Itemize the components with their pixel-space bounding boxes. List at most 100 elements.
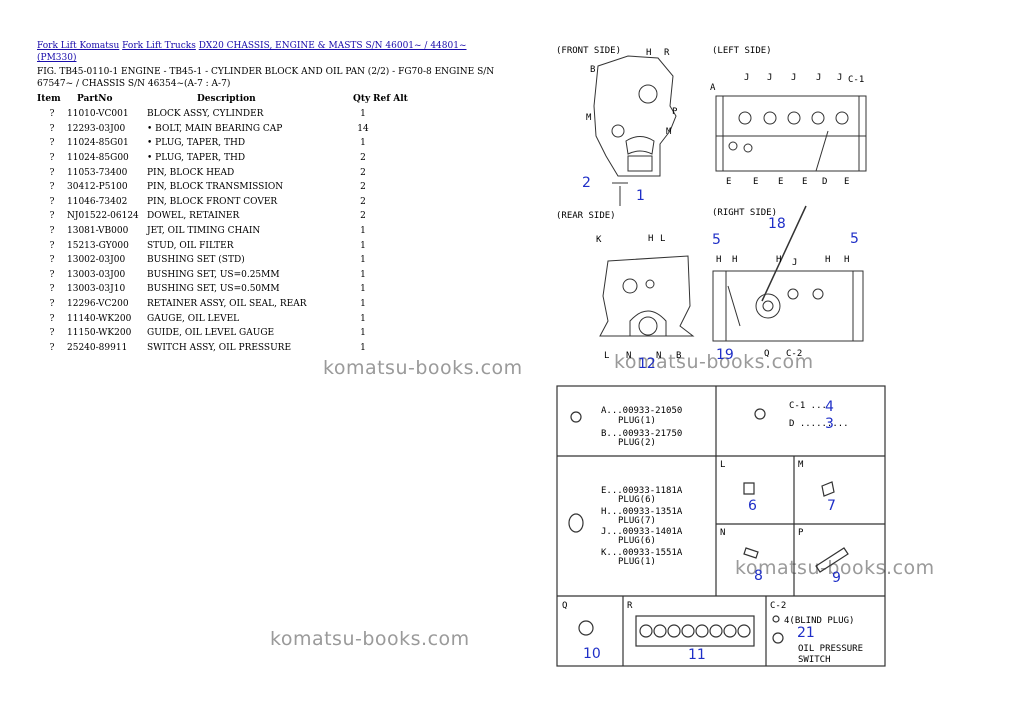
cell-item: ? bbox=[49, 269, 55, 280]
cell-partno: 13003-03J00 bbox=[67, 269, 126, 280]
cell-partno: 12293-03J00 bbox=[67, 123, 126, 134]
callout-number: 12 bbox=[638, 356, 656, 372]
cell-item: ? bbox=[49, 196, 55, 207]
cell-ref-alt bbox=[373, 151, 413, 166]
callout-number: 4 bbox=[825, 399, 834, 415]
cell-ref-alt bbox=[373, 238, 413, 253]
cell-partno: 13002-03J00 bbox=[67, 255, 126, 266]
cell-item: ? bbox=[49, 342, 55, 353]
cell-qty: 1 bbox=[360, 269, 366, 280]
breadcrumb-link-fork-lift-komatsu[interactable]: Fork Lift Komatsu bbox=[37, 41, 120, 51]
legend-cell-label: R bbox=[627, 601, 633, 611]
legend-text: J...00933-1401A bbox=[601, 527, 683, 537]
callout-number: 1 bbox=[636, 188, 645, 204]
cell-description: BUSHING SET, US=0.25MM bbox=[147, 269, 280, 280]
cell-partno: 12296-VC200 bbox=[67, 299, 129, 310]
legend-cell-label: M bbox=[798, 460, 804, 470]
cell-ref-alt bbox=[373, 341, 413, 356]
cell-item: ? bbox=[49, 299, 55, 310]
callout-letter: H bbox=[825, 255, 830, 265]
watermark: komatsu-books.com bbox=[735, 557, 935, 579]
callout-letter: C-1 bbox=[848, 75, 864, 85]
cell-item: ? bbox=[49, 226, 55, 237]
cell-description: PIN, BLOCK TRANSMISSION bbox=[147, 182, 284, 193]
cell-description: JET, OIL TIMING CHAIN bbox=[147, 226, 261, 237]
legend-text: K...00933-1551A bbox=[601, 548, 683, 558]
cell-description: GAUGE, OIL LEVEL bbox=[147, 313, 240, 324]
cell-partno: NJ01522-06124 bbox=[67, 211, 139, 222]
header-ref-alt: Ref Alt bbox=[373, 93, 408, 104]
cell-partno: 11140-WK200 bbox=[67, 313, 132, 324]
cell-qty: 1 bbox=[360, 255, 366, 266]
legend-text: A...00933-21050 bbox=[601, 406, 682, 416]
callout-letter: E bbox=[844, 177, 849, 187]
table-header-row: Item PartNo Description Qty Ref Alt bbox=[37, 92, 413, 107]
cell-description: STUD, OIL FILTER bbox=[147, 240, 234, 251]
cell-partno: 13003-03J10 bbox=[67, 284, 126, 295]
left-side-view bbox=[715, 95, 867, 172]
front-side-view bbox=[593, 55, 677, 206]
callout-letter: J bbox=[744, 73, 749, 83]
cell-partno: 11046-73402 bbox=[67, 196, 128, 207]
callout-letter: J bbox=[767, 73, 772, 83]
cell-qty: 1 bbox=[360, 328, 366, 339]
label-rear-side: (REAR SIDE) bbox=[556, 211, 616, 221]
cell-description: BLOCK ASSY, CYLINDER bbox=[147, 109, 264, 120]
cell-qty: 1 bbox=[360, 240, 366, 251]
rear-side-view bbox=[599, 255, 695, 337]
cell-qty: 2 bbox=[360, 167, 366, 178]
cell-description: GUIDE, OIL LEVEL GAUGE bbox=[147, 328, 275, 339]
watermark: komatsu-books.com bbox=[614, 351, 814, 373]
callout-number: 7 bbox=[827, 498, 836, 514]
callout-letter: A bbox=[710, 83, 716, 93]
cell-partno: 15213-GY000 bbox=[67, 240, 129, 251]
callout-letter: K bbox=[596, 235, 602, 245]
cell-description: BUSHING SET (STD) bbox=[147, 255, 245, 266]
cell-ref-alt bbox=[373, 282, 413, 297]
cell-ref-alt bbox=[373, 180, 413, 195]
cell-item: ? bbox=[49, 138, 55, 149]
legend-text: 4(BLIND PLUG) bbox=[784, 616, 854, 626]
cell-ref-alt bbox=[373, 165, 413, 180]
callout-letter: B bbox=[676, 351, 681, 361]
callout-letter: H bbox=[732, 255, 737, 265]
breadcrumb: Fork Lift Komatsu Fork Lift Trucks DX20 … bbox=[37, 40, 497, 64]
breadcrumb-link-fork-lift-trucks[interactable]: Fork Lift Trucks bbox=[122, 41, 196, 51]
legend-text: H...00933-1351A bbox=[601, 507, 683, 517]
cell-qty: 1 bbox=[360, 109, 366, 120]
callout-letter: E bbox=[778, 177, 783, 187]
callout-number: 9 bbox=[832, 570, 841, 586]
cell-description: PIN, BLOCK HEAD bbox=[147, 167, 235, 178]
cell-qty: 2 bbox=[360, 196, 366, 207]
legend-text: C-1 ... bbox=[789, 401, 827, 411]
callout-letter: E bbox=[753, 177, 758, 187]
callout-letter: N bbox=[626, 351, 631, 361]
callout-number: 10 bbox=[583, 646, 601, 662]
cell-item: ? bbox=[49, 328, 55, 339]
callout-letter: H bbox=[844, 255, 849, 265]
cell-partno: 11024-85G00 bbox=[67, 153, 129, 164]
cell-ref-alt bbox=[373, 253, 413, 268]
parts-table: Item PartNo Description Qty Ref Alt ?110… bbox=[37, 92, 413, 355]
breadcrumb-link-dx20-chassis[interactable]: DX20 CHASSIS, ENGINE & MASTS S/N 46001~ … bbox=[37, 41, 467, 63]
callout-letter: N bbox=[656, 351, 661, 361]
callout-letter: H bbox=[646, 48, 651, 58]
cell-ref-alt bbox=[373, 268, 413, 283]
cell-partno: 11024-85G01 bbox=[67, 138, 129, 149]
cell-qty: 14 bbox=[357, 123, 369, 134]
callout-letter: E bbox=[802, 177, 807, 187]
callout-letter: L bbox=[604, 351, 609, 361]
legend-grid bbox=[556, 385, 886, 667]
callout-letter: M bbox=[586, 113, 592, 123]
